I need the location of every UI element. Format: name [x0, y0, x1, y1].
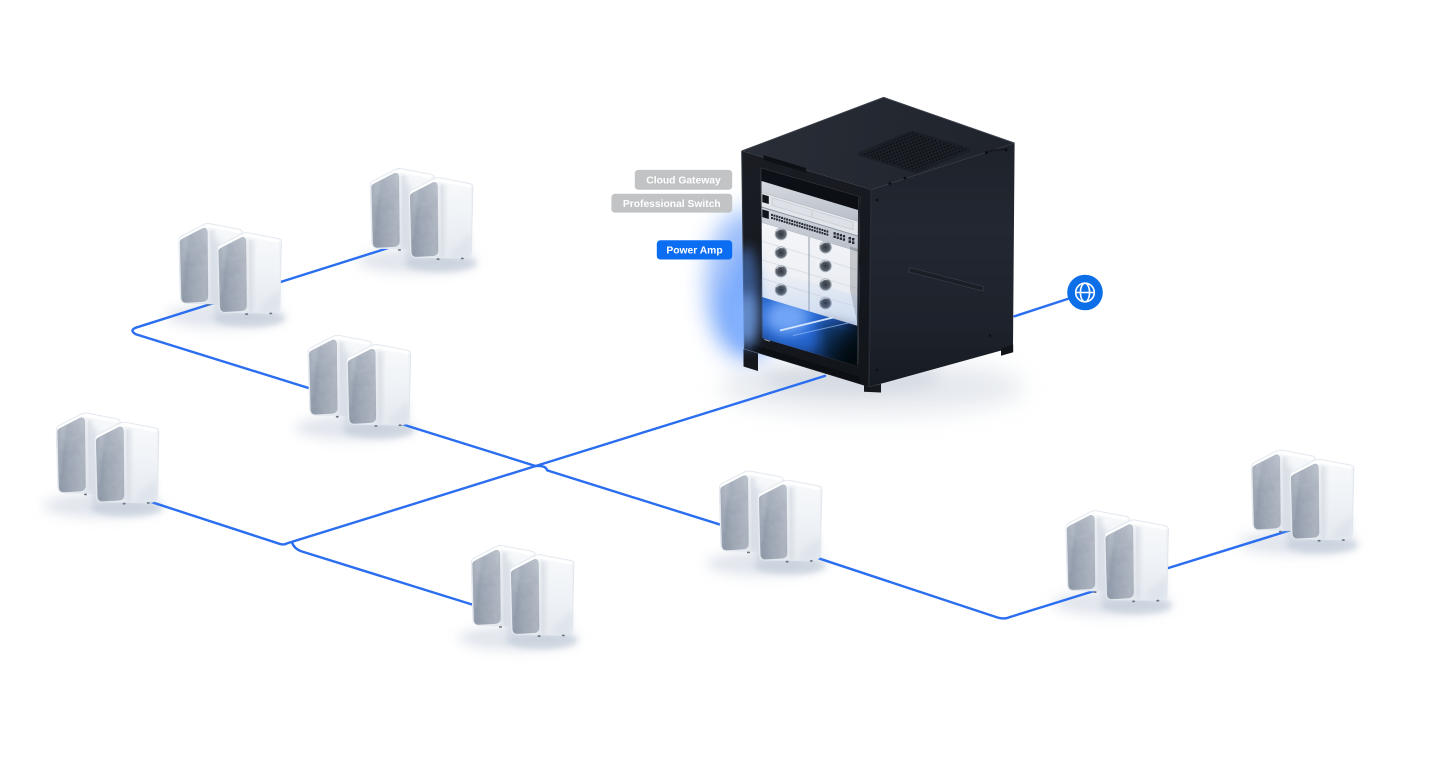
svg-text:Power Amp: Power Amp	[666, 246, 722, 257]
svg-text:Professional Switch: Professional Switch	[623, 199, 721, 210]
svg-text:Cloud Gateway: Cloud Gateway	[646, 176, 721, 187]
